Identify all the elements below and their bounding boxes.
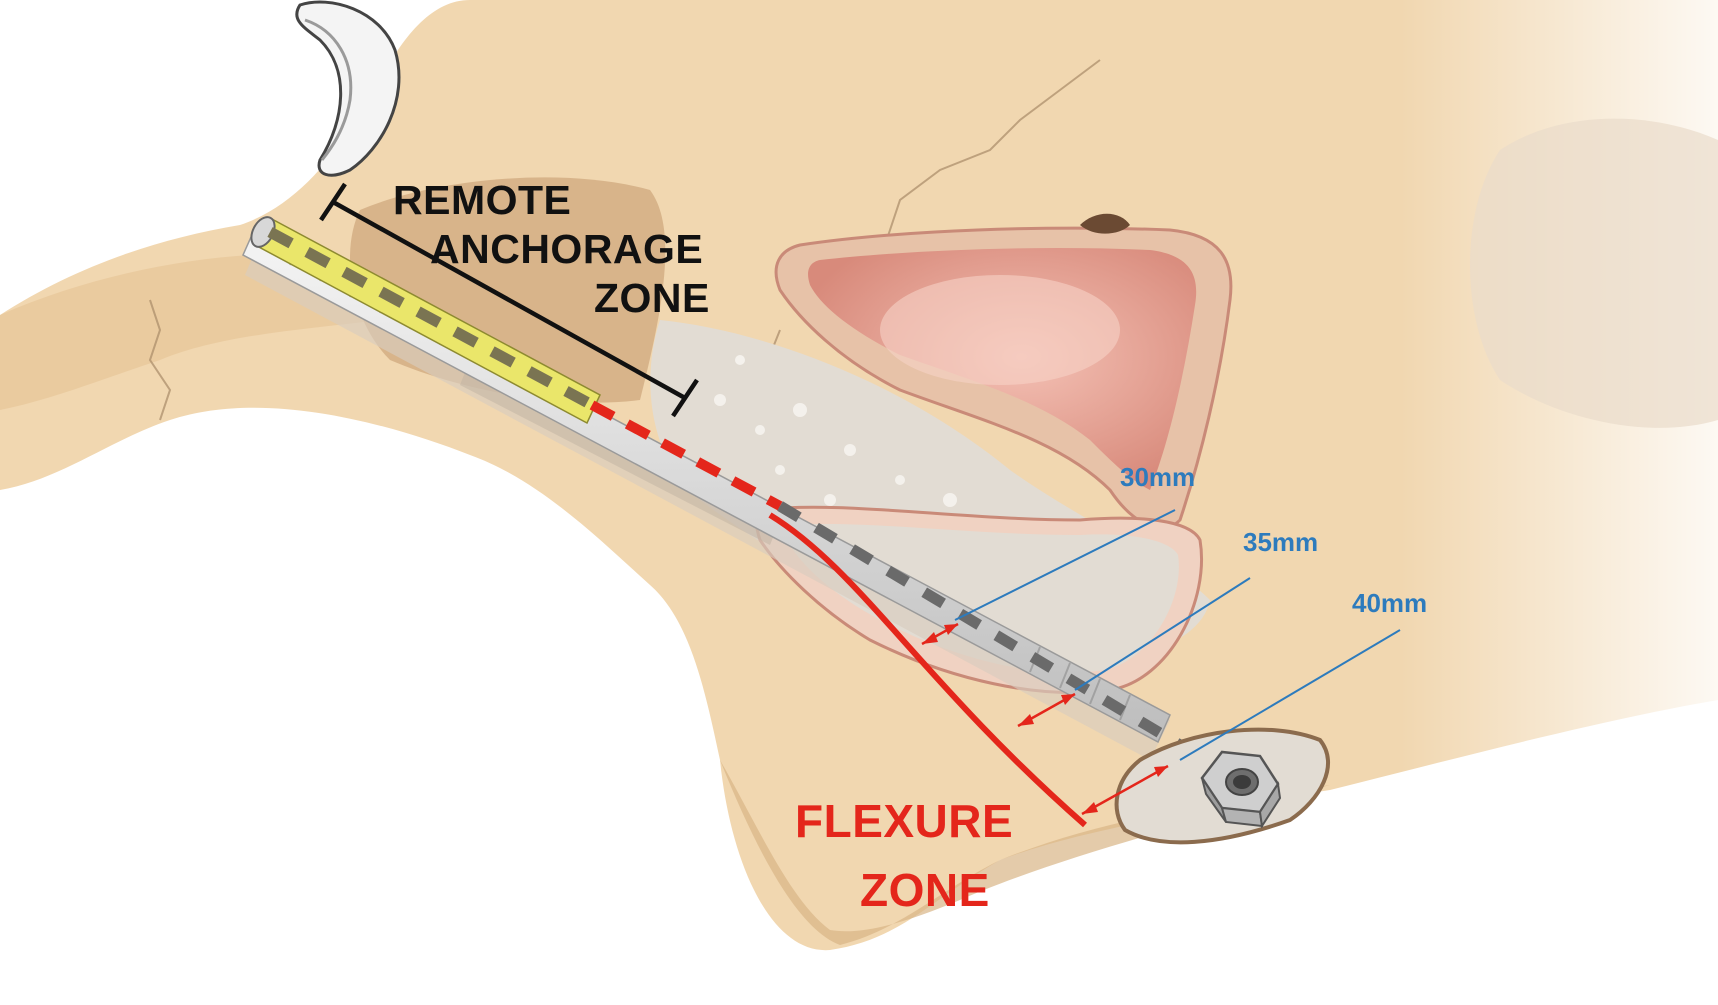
lower-border-shading [720,760,1330,945]
remote-zone-label-line2: ANCHORAGE [430,226,704,272]
measurement-40mm-label: 40mm [1352,588,1428,618]
flexure-zone-label-line1: FLEXURE [795,795,1014,847]
sinus-cavity [774,213,1233,530]
transition-dash [589,400,783,511]
retractor-icon [295,0,401,177]
orbit-shadow [1470,118,1718,428]
nut-window [1114,727,1331,845]
implant-rod [242,216,1183,750]
remote-zone-label-line3: ZONE [594,275,710,321]
foramen [1080,213,1130,234]
anchorage-centerline [267,227,595,410]
measurement-30mm-label: 30mm [1120,462,1196,492]
flexure-zone-label-line2: ZONE [860,864,990,916]
measurement-35mm-label: 35mm [1243,527,1319,557]
rod-centerline [777,501,1183,750]
remote-zone-label-line1: REMOTE [393,177,572,223]
measurement-leaders [954,509,1401,761]
anchorage-dimension [319,182,699,418]
flexure-curve [768,512,1087,828]
hex-nut-icon [1200,750,1282,829]
arrow-heads [922,624,1168,814]
